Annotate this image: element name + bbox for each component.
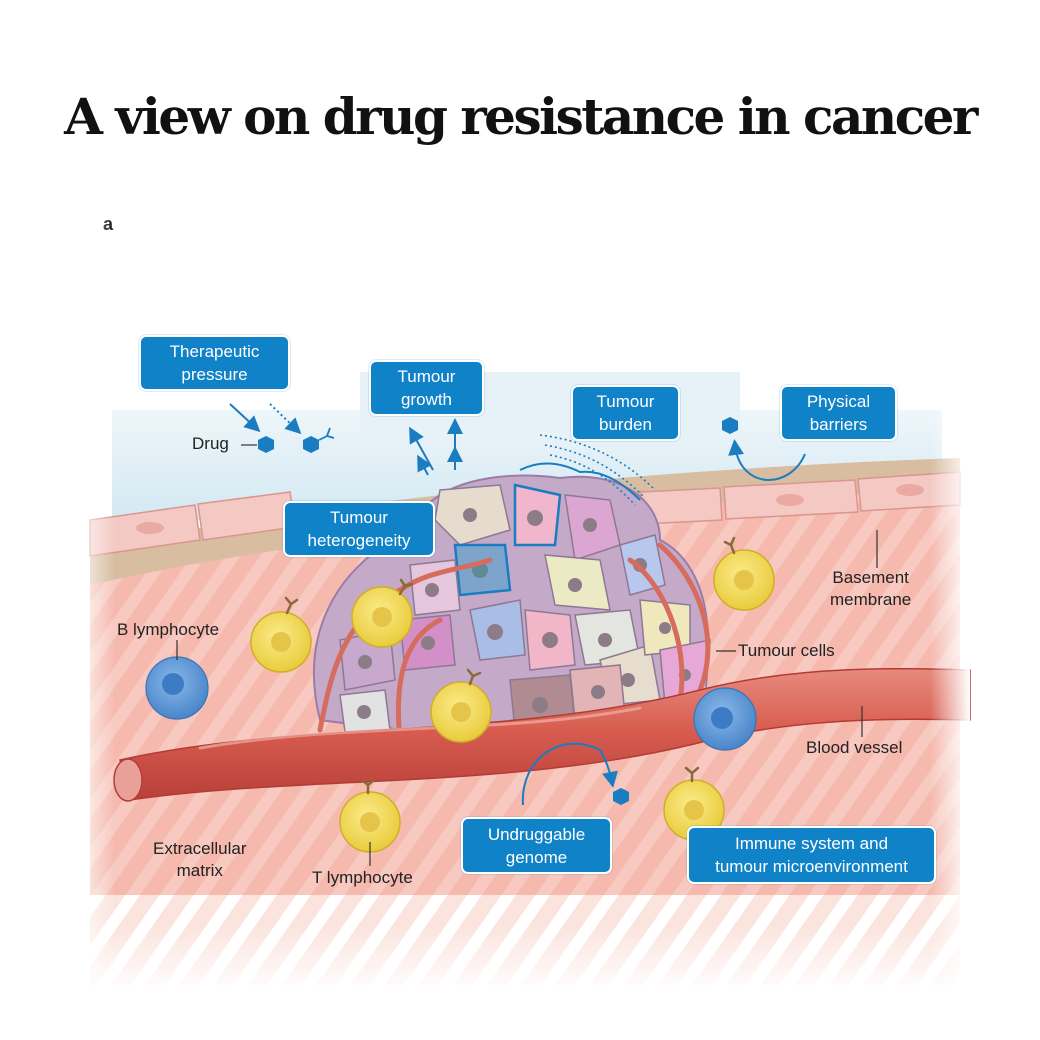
- callout-undruggable-genome: Undruggable genome: [461, 817, 612, 874]
- t-lymphocyte: [250, 596, 312, 673]
- drug-molecules: [258, 417, 738, 805]
- callout-tumour-growth: Tumour growth: [369, 360, 484, 416]
- callout-therapeutic-pressure: Therapeutic pressure: [139, 335, 290, 391]
- label-t-lymphocyte: T lymphocyte: [312, 868, 413, 887]
- figure-title: A view on drug resistance in cancer: [64, 87, 978, 146]
- tumour-burden-waves: [539, 434, 656, 506]
- t-lymphocyte: [713, 536, 775, 611]
- leader-lines: [176, 444, 878, 866]
- t-lymphocyte-cells: [250, 536, 775, 853]
- t-lymphocyte: [430, 668, 492, 743]
- t-lymphocyte: [351, 578, 414, 648]
- b-lymphocyte: [145, 656, 209, 720]
- b-lymphocyte: [693, 687, 757, 751]
- label-extracellular-matrix: Extracellular matrix: [153, 839, 247, 880]
- label-drug: Drug: [192, 434, 229, 453]
- arrows: [229, 403, 806, 806]
- drug-modification-icon: [318, 427, 335, 441]
- callout-physical-barriers: Physical barriers: [780, 385, 897, 441]
- drug-hexagon-icon: [258, 436, 274, 453]
- callout-immune-system: Immune system and tumour microenvironmen…: [687, 826, 936, 884]
- label-basement-membrane: Basement membrane: [830, 568, 912, 609]
- drug-hexagon-icon: [613, 788, 629, 805]
- label-tumour-cells: Tumour cells: [738, 641, 835, 660]
- t-lymphocyte: [339, 778, 401, 853]
- label-b-lymphocyte: B lymphocyte: [117, 620, 220, 639]
- callout-tumour-heterogeneity: Tumour heterogeneity: [283, 501, 435, 557]
- drug-modified-hexagon-icon: [303, 436, 319, 453]
- drug-hexagon-icon: [722, 417, 738, 434]
- tumour-outline: [519, 462, 641, 501]
- b-lymphocyte-cells: [145, 656, 757, 751]
- label-blood-vessel: Blood vessel: [806, 738, 903, 757]
- callout-tumour-burden: Tumour burden: [571, 385, 680, 441]
- t-lymphocyte: [663, 766, 725, 841]
